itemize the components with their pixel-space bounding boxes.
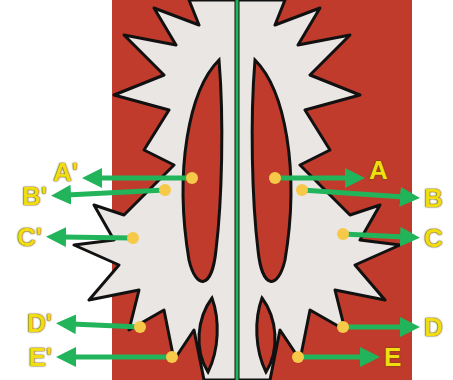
point-label: C' [17, 224, 42, 250]
point-label: D [424, 314, 443, 340]
point-label: B [424, 185, 443, 211]
symmetry-axis [236, 0, 239, 380]
arrows [62, 178, 404, 357]
point-label: E [384, 344, 401, 370]
point-label: A [369, 157, 388, 183]
point-label: D' [27, 310, 52, 336]
points [127, 172, 349, 363]
point-label: C [424, 225, 443, 251]
point-label: E' [28, 344, 52, 370]
point-label: B' [22, 183, 47, 209]
point-label: A' [53, 159, 78, 185]
